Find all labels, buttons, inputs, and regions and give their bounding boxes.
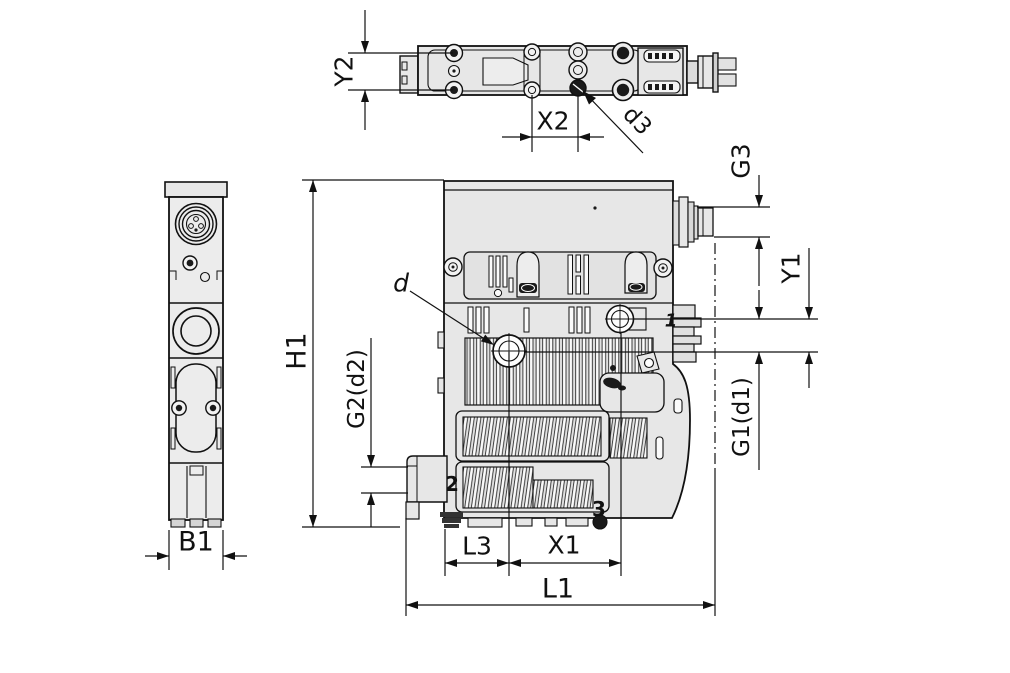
- dim-label-d: d: [393, 269, 409, 298]
- top-view-boss-d3: [568, 42, 588, 97]
- port2-block: [405, 455, 448, 520]
- top-view-indicator-block: [637, 47, 684, 96]
- m12-connector-icon: [174, 202, 218, 246]
- dim-label-l1: L1: [542, 574, 574, 605]
- port3-number: 3: [592, 497, 606, 521]
- dim-label-x2: X2: [536, 107, 569, 136]
- port1-fitting: [672, 304, 702, 363]
- dim-label-l3: L3: [462, 532, 492, 561]
- top-view-screws-left: [444, 43, 464, 100]
- front-connector-g3: [672, 196, 714, 248]
- dim-label-h1: H1: [282, 332, 313, 369]
- top-view: [399, 41, 737, 102]
- port2-number: 2: [445, 472, 459, 496]
- mounting-screw-left: [491, 333, 527, 369]
- top-view-screws-middle: [523, 43, 541, 99]
- dim-label-b1: B1: [178, 527, 214, 558]
- dim-label-x1: X1: [547, 531, 580, 560]
- top-view-screws-right: [611, 41, 635, 102]
- top-view-connector: [686, 52, 737, 93]
- dim-label-y1: Y1: [777, 252, 806, 284]
- dim-label-y2: Y2: [330, 55, 359, 87]
- side-view: [164, 181, 228, 528]
- dimension-arrows: [157, 41, 813, 609]
- port1-number: 1: [665, 311, 678, 332]
- bottom-left-fitting: [440, 512, 463, 528]
- dim-label-d3: d3: [617, 101, 656, 140]
- dim-label-g2-d2: G2(d2): [344, 349, 370, 429]
- dim-label-g1-d1: G1(d1): [729, 377, 755, 457]
- dim-label-g3: G3: [727, 143, 756, 178]
- front-view: [405, 180, 714, 530]
- override-button: [516, 251, 540, 298]
- override-button: [624, 251, 648, 294]
